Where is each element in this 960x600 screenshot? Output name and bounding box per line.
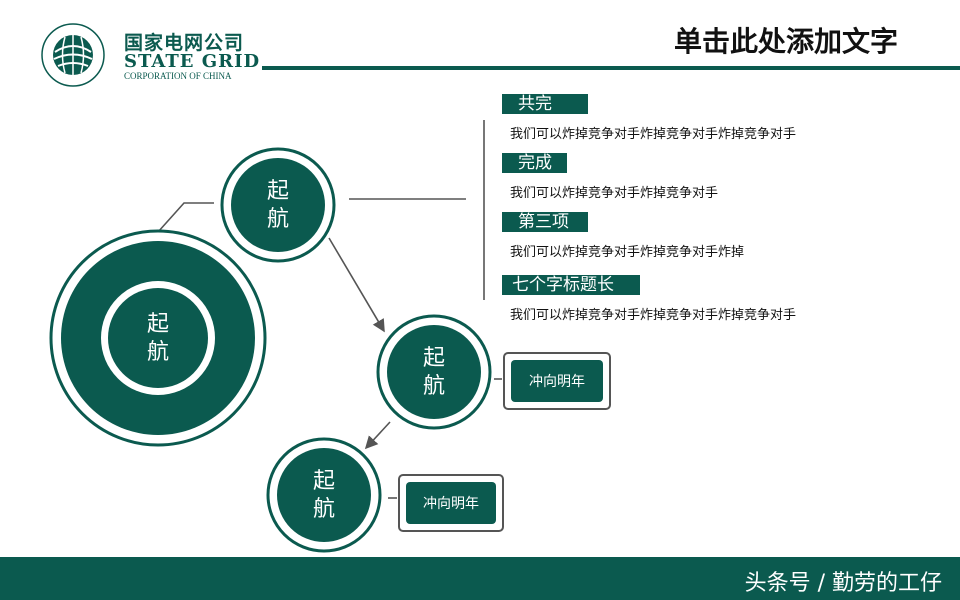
page-title[interactable]: 单击此处添加文字 (673, 25, 898, 58)
item-desc-4[interactable]: 我们可以炸掉竞争对手炸掉竞争对手炸掉竞争对手 (510, 308, 797, 323)
top-circle-node (220, 147, 336, 263)
low-circle-node (266, 437, 382, 553)
mid-circle-node (376, 314, 492, 430)
mid-goal-label: 冲向明年 (511, 360, 603, 402)
item-title-4[interactable]: 七个字标题长 (502, 275, 640, 295)
mid-goal-box[interactable]: 冲向明年 (503, 352, 611, 410)
logo-english-name: STATE GRID (124, 51, 261, 72)
footer-bar: 头条号 / 勤劳的工仔 (0, 557, 960, 600)
low-goal-box[interactable]: 冲向明年 (398, 474, 504, 532)
item-desc-3[interactable]: 我们可以炸掉竞争对手炸掉竞争对手炸掉 (510, 245, 745, 260)
item-title-2[interactable]: 完成 (502, 153, 567, 173)
mid-circle-label: 起航 (422, 346, 445, 399)
low-goal-label: 冲向明年 (406, 482, 496, 524)
item-desc-2[interactable]: 我们可以炸掉竞争对手炸掉竞争对手 (510, 186, 719, 201)
logo-chinese-name: 国家电网公司 (124, 32, 245, 54)
top-circle-label: 起航 (266, 179, 289, 232)
item-title-1[interactable]: 共完 (502, 94, 588, 114)
header-divider (262, 66, 960, 70)
big-circle-label: 起航 (146, 312, 169, 365)
connector-big-to-top (157, 202, 214, 233)
arrow-mid-to-low (364, 421, 391, 450)
item-title-3[interactable]: 第三项 (502, 212, 588, 232)
big-circle-node (49, 229, 267, 447)
logo-subtitle: CORPORATION OF CHINA (124, 71, 232, 81)
state-grid-logo-icon (41, 23, 105, 87)
arrow-top-to-mid (328, 237, 385, 333)
low-circle-label: 起航 (312, 469, 335, 522)
item-desc-1[interactable]: 我们可以炸掉竞争对手炸掉竞争对手炸掉竞争对手 (510, 127, 797, 142)
footer-watermark: 头条号 / 勤劳的工仔 (744, 571, 942, 596)
